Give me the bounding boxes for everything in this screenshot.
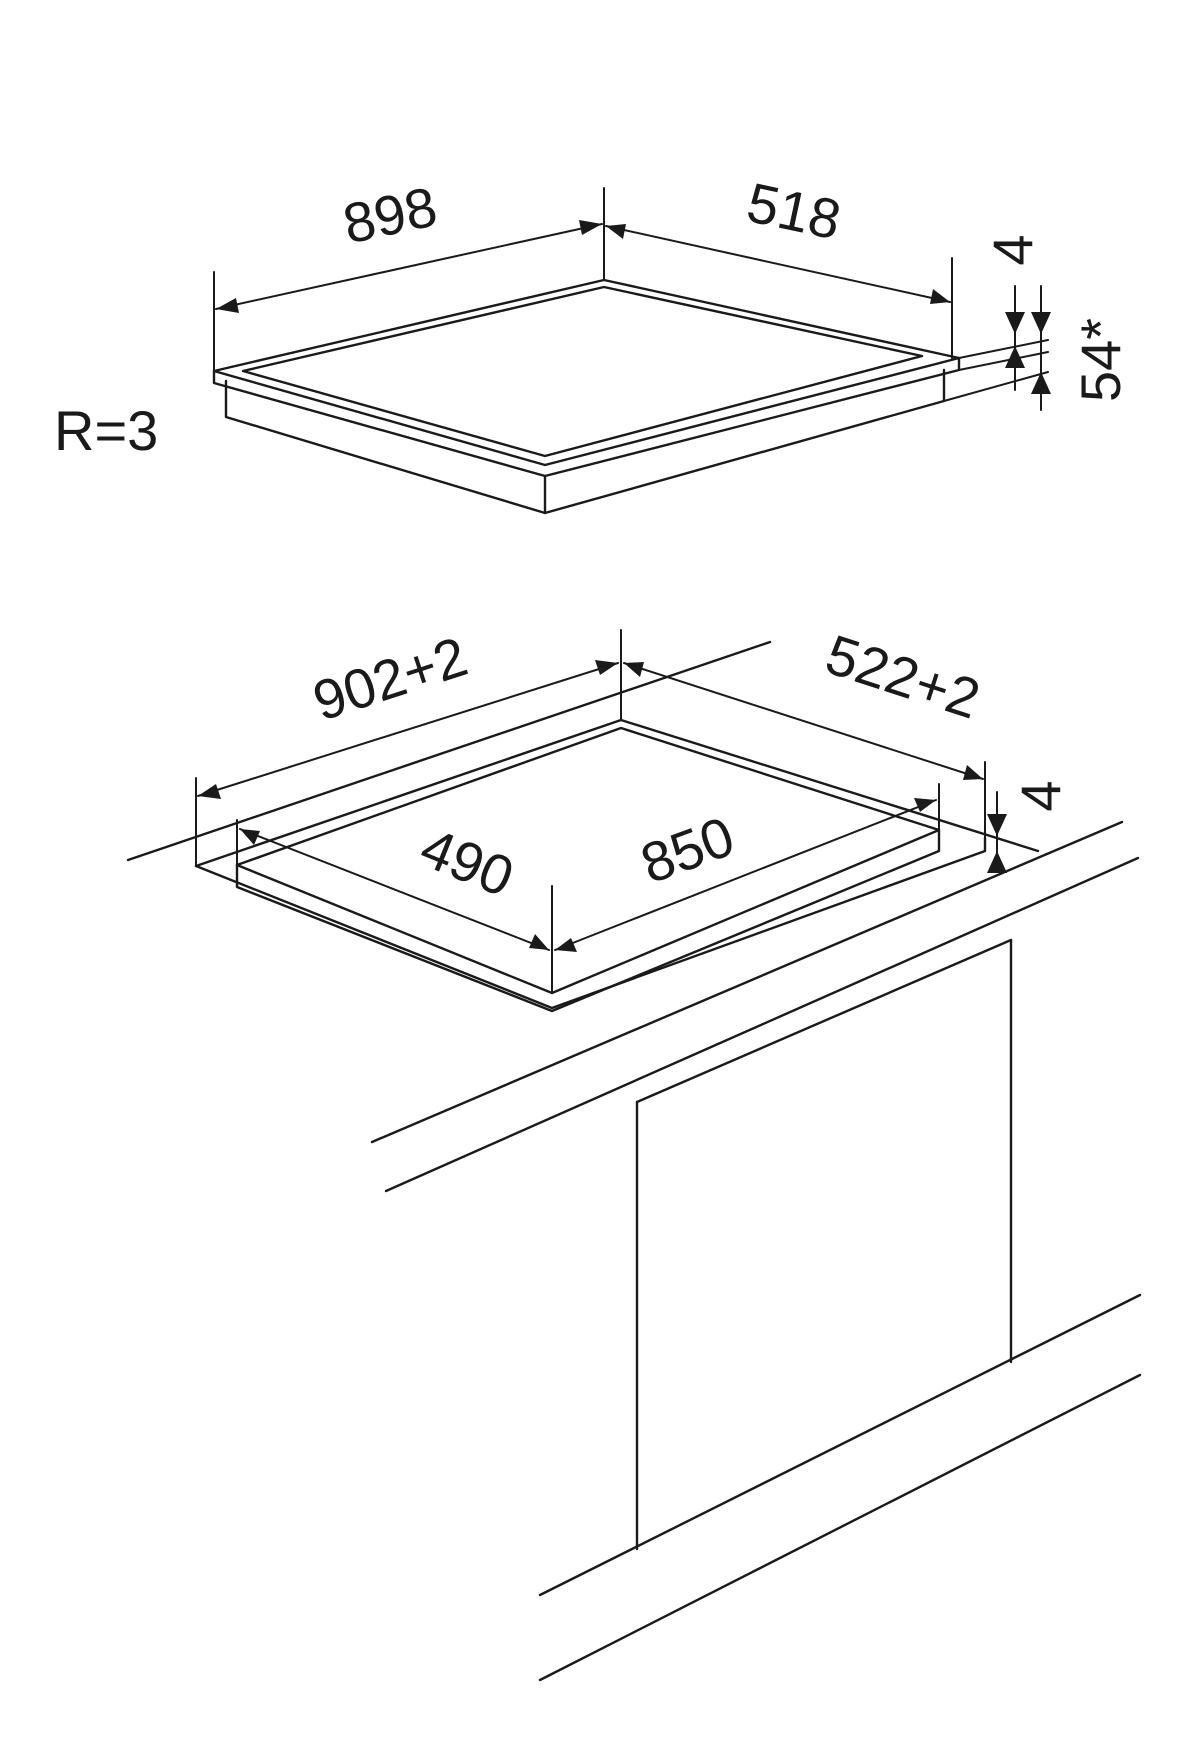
hob-depth-label: 518 <box>742 170 846 251</box>
hob-depth-dimension <box>605 224 953 359</box>
worktop-lines <box>126 640 1140 1193</box>
cutout-width-dimension <box>195 629 622 867</box>
cutout-outline <box>194 726 987 1013</box>
cutout-inner-width-label: 850 <box>633 804 742 895</box>
cutout-rebate-dimension <box>987 791 1007 873</box>
cutout-inner-depth-label: 490 <box>412 815 522 908</box>
hob-body <box>224 368 946 515</box>
cutout-rebate-depth-label: 4 <box>1009 780 1072 811</box>
cabinet-outline <box>538 938 1142 1682</box>
cutout-inner-depth-dimension <box>236 819 553 994</box>
hob-glass-thickness-label: 4 <box>981 234 1044 265</box>
hob-thickness-dimension <box>943 285 1051 411</box>
hob-drawing: 898 518 4 54* R=3 <box>54 170 1132 515</box>
hob-width-dimension <box>213 187 605 372</box>
cutout-depth-label: 522+2 <box>819 622 988 731</box>
hob-width-label: 898 <box>338 174 442 255</box>
corner-radius-label: R=3 <box>54 399 158 462</box>
cutout-depth-dimension <box>623 662 986 839</box>
cutout-drawing: 902+2 522+2 4 490 850 <box>126 622 1142 1682</box>
cutout-inner-width-dimension <box>554 783 940 952</box>
hob-height-label: 54* <box>1069 318 1132 402</box>
